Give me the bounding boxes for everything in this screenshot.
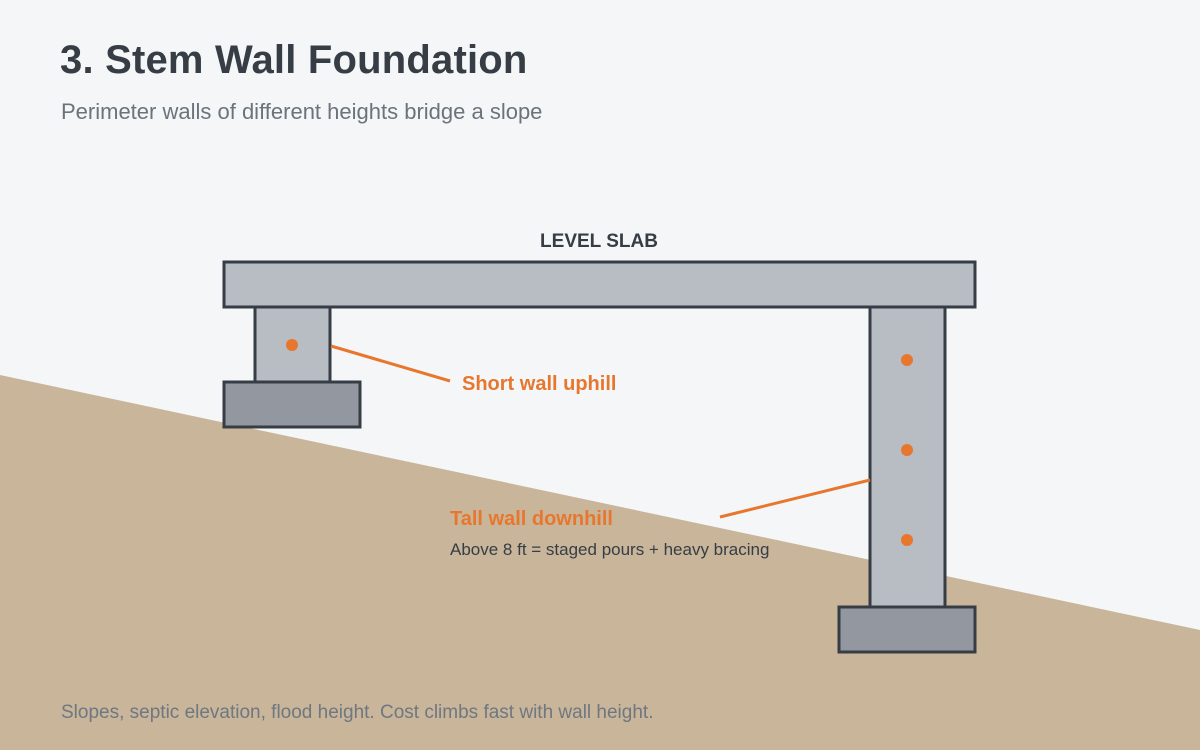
sloped-ground: [0, 375, 1200, 750]
slab-label: LEVEL SLAB: [540, 231, 658, 252]
short-wall-label: Short wall uphill: [462, 373, 616, 395]
level-slab: [222, 260, 977, 309]
tall-stem-wall: [868, 305, 947, 609]
page-subtitle: Perimeter walls of different heights bri…: [61, 99, 543, 124]
tall-wall-rebar-dot-top: [901, 354, 913, 366]
tall-wall-label: Tall wall downhill: [450, 508, 613, 530]
tall-wall-note: Above 8 ft = staged pours + heavy bracin…: [450, 540, 769, 559]
tall-wall-rebar-dot-middle: [901, 444, 913, 456]
page-title: 3. Stem Wall Foundation: [60, 38, 528, 82]
tall-wall-leader-line: [719, 478, 871, 519]
tall-wall-footing: [837, 605, 977, 654]
short-wall-footing: [222, 380, 362, 429]
footer-note: Slopes, septic elevation, flood height. …: [61, 702, 654, 723]
short-wall-leader-line: [330, 344, 451, 383]
tall-wall-rebar-dot-bottom: [901, 534, 913, 546]
short-wall-rebar-dot: [286, 339, 298, 351]
